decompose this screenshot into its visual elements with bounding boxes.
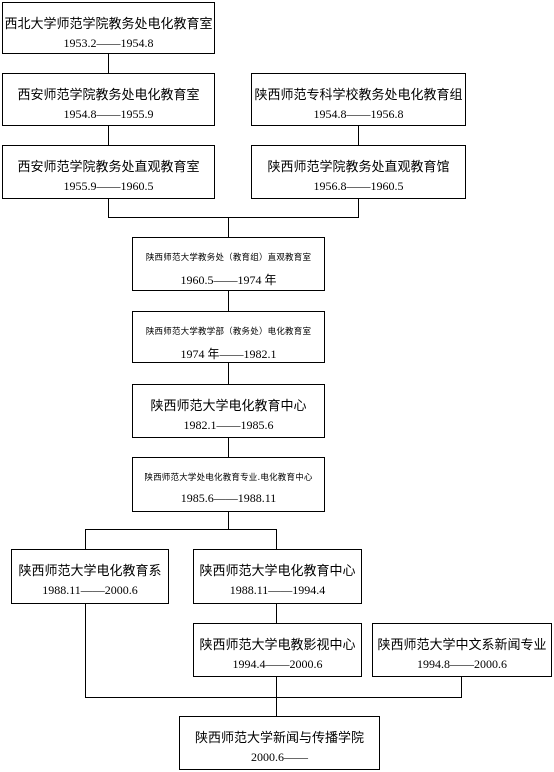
node-snnu-journalism-school: 陕西师范大学新闻与传播学院 2000.6—— bbox=[179, 716, 380, 770]
node-xian-normal-college-visual-room: 西安师范学院教务处直观教育室 1955.9——1960.5 bbox=[2, 145, 215, 199]
connector-line bbox=[228, 217, 229, 237]
connector-line bbox=[108, 126, 109, 145]
node-snnu-av-center-1982: 陕西师范大学电化教育中心 1982.1——1985.6 bbox=[132, 384, 325, 438]
node-dates: 1954.8——1955.9 bbox=[63, 107, 154, 121]
node-name: 陕西师范专科学校教务处电化教育组 bbox=[254, 88, 463, 103]
node-shaanxi-normal-college-visual-hall: 陕西师范学院教务处直观教育馆 1956.8——1960.5 bbox=[251, 145, 466, 199]
connector-line bbox=[228, 438, 229, 457]
node-dates: 1956.8——1960.5 bbox=[313, 179, 404, 193]
node-dates: 1994.4——2000.6 bbox=[232, 657, 323, 671]
connector-line bbox=[85, 529, 277, 530]
node-dates: 1985.6——1988.11 bbox=[180, 491, 277, 505]
node-name: 陕西师范大学处电化教育专业.电化教育中心 bbox=[144, 473, 313, 483]
node-xian-normal-college-av-room: 西安师范学院教务处电化教育室 1954.8——1955.9 bbox=[2, 73, 215, 126]
node-dates: 1982.1——1985.6 bbox=[183, 418, 274, 432]
node-snnu-visual-room: 陕西师范大学教务处（教育组）直观教育室 1960.5——1974 年 bbox=[132, 237, 325, 291]
connector-line bbox=[108, 217, 359, 218]
node-name: 陕西师范学院教务处直观教育馆 bbox=[267, 160, 450, 175]
node-dates: 1988.11——2000.6 bbox=[42, 583, 138, 597]
node-snnu-av-department: 陕西师范大学电化教育系 1988.11——2000.6 bbox=[11, 549, 169, 604]
connector-line bbox=[85, 697, 462, 698]
connector-line bbox=[276, 604, 277, 623]
node-name: 陕西师范大学新闻与传播学院 bbox=[194, 731, 364, 746]
node-dates: 1954.8——1956.8 bbox=[313, 107, 404, 121]
node-snnu-av-major-center: 陕西师范大学处电化教育专业.电化教育中心 1985.6——1988.11 bbox=[132, 457, 325, 512]
node-shaanxi-normal-junior-college-av-group: 陕西师范专科学校教务处电化教育组 1954.8——1956.8 bbox=[251, 73, 466, 126]
node-dates: 1994.8——2000.6 bbox=[417, 657, 507, 671]
node-name: 陕西师范大学电化教育中心 bbox=[199, 564, 356, 579]
node-dates: 1960.5——1974 年 bbox=[180, 273, 277, 287]
connector-line bbox=[461, 677, 462, 697]
node-name: 陕西师范大学电教影视中心 bbox=[199, 638, 356, 653]
connector-line bbox=[228, 291, 229, 311]
node-name: 西安师范学院教务处电化教育室 bbox=[17, 88, 200, 103]
connector-line bbox=[358, 126, 359, 145]
node-name: 西安师范学院教务处直观教育室 bbox=[17, 160, 200, 175]
node-dates: 1974 年——1982.1 bbox=[180, 347, 277, 361]
node-dates: 1953.2——1954.8 bbox=[63, 36, 154, 50]
connector-line bbox=[276, 677, 277, 697]
connector-line bbox=[228, 512, 229, 529]
node-dates: 1988.11——1994.4 bbox=[229, 583, 326, 597]
node-name: 陕西师范大学教学部（教务处）电化教育室 bbox=[145, 327, 312, 337]
node-name: 陕西师范大学电化教育系 bbox=[18, 564, 162, 579]
node-name: 陕西师范大学中文系新闻专业 bbox=[377, 638, 547, 653]
node-name: 陕西师范大学教务处（教育组）直观教育室 bbox=[145, 253, 312, 263]
connector-line bbox=[85, 529, 86, 549]
node-snnu-av-center-1988: 陕西师范大学电化教育中心 1988.11——1994.4 bbox=[193, 549, 362, 604]
connector-line bbox=[228, 363, 229, 384]
connector-line bbox=[358, 199, 359, 217]
connector-line bbox=[276, 697, 277, 716]
connector-line bbox=[85, 604, 86, 697]
node-snnu-chinese-dept-journalism: 陕西师范大学中文系新闻专业 1994.8——2000.6 bbox=[372, 623, 552, 677]
node-dates: 1955.9——1960.5 bbox=[63, 179, 154, 193]
node-xibei-normal-college-av-room: 西北大学师范学院教务处电化教育室 1953.2——1954.8 bbox=[2, 2, 215, 54]
node-name: 陕西师范大学电化教育中心 bbox=[150, 399, 307, 414]
node-dates: 2000.6—— bbox=[251, 750, 308, 764]
node-snnu-teaching-av-room: 陕西师范大学教学部（教务处）电化教育室 1974 年——1982.1 bbox=[132, 311, 325, 363]
connector-line bbox=[108, 199, 109, 217]
connector-line bbox=[276, 529, 277, 549]
connector-line bbox=[108, 54, 109, 73]
node-name: 西北大学师范学院教务处电化教育室 bbox=[4, 17, 213, 32]
node-snnu-av-film-center: 陕西师范大学电教影视中心 1994.4——2000.6 bbox=[193, 623, 362, 677]
